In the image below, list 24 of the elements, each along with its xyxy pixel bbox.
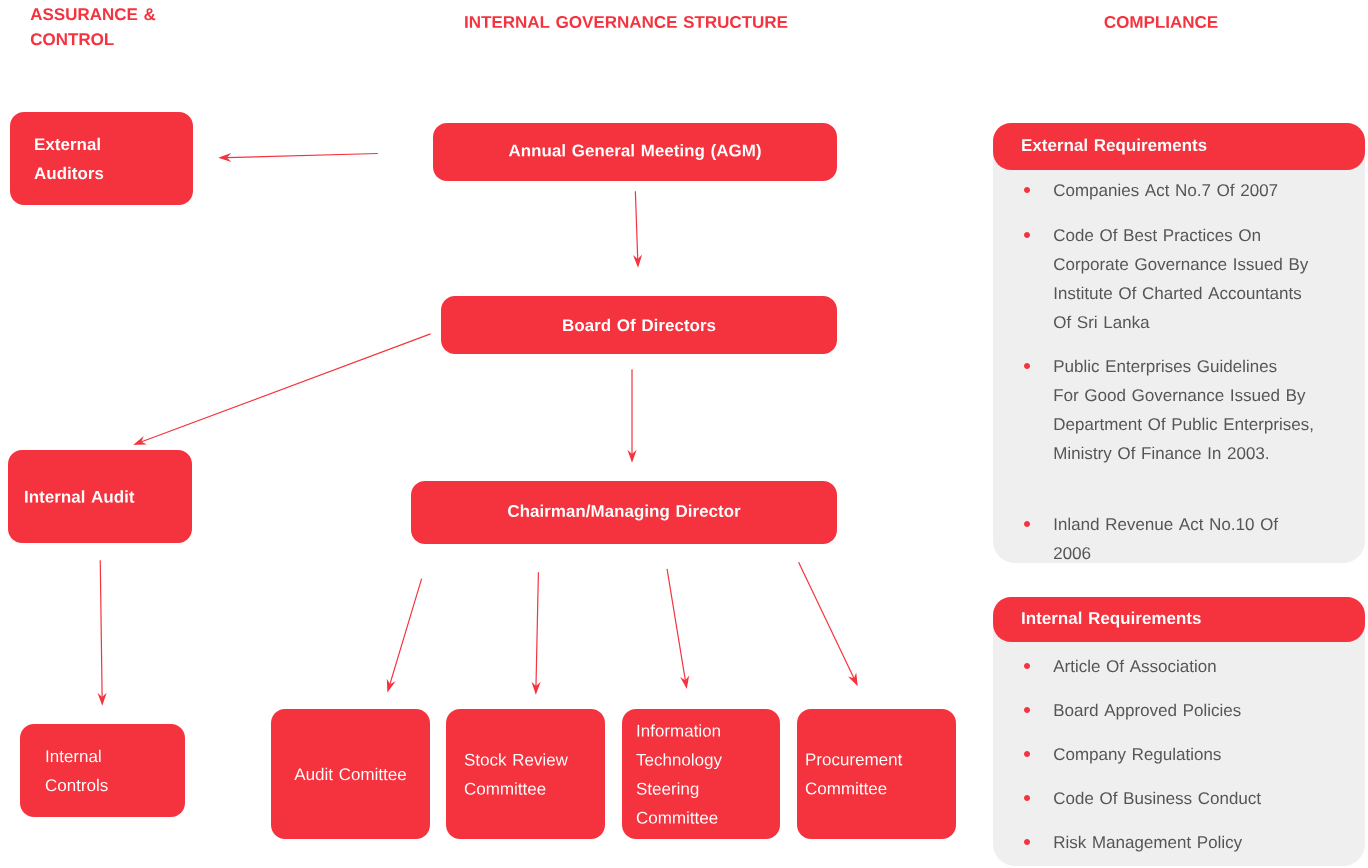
panel-header: Internal Requirements [993, 597, 1365, 642]
committee-box: Internal Controls [20, 724, 185, 817]
column-heading: ASSURANCE & CONTROL [30, 8, 156, 46]
org-box: External Auditors [10, 112, 193, 205]
list-item: Risk Management Policy [1054, 835, 1243, 852]
list-item: Public Enterprises Guidelines For Good Governance Issued By Department Of Public Enterprises, Ministry Of Finance In 2003. [1054, 359, 1313, 463]
column-heading: COMPLIANCE [1104, 16, 1218, 29]
org-box: Annual General Meeting (AGM) [433, 123, 837, 181]
committee-box: Audit Comittee [271, 709, 430, 839]
committee-box: Information Technology Steering Committee [622, 709, 780, 839]
column-heading: INTERNAL GOVERNANCE STRUCTURE [465, 16, 788, 29]
org-box: Chairman/Managing Director [411, 481, 837, 544]
org-box: Board Of Directors [441, 296, 837, 354]
panel-header: External Requirements [993, 123, 1365, 170]
list-item: Article Of Association [1053, 659, 1216, 673]
list-item: Inland Revenue Act No.10 Of 2006 [1054, 517, 1279, 560]
committee-box: Procurement Committee [797, 709, 956, 839]
list-item: Companies Act No.7 Of 2007 [1054, 183, 1278, 200]
list-item: Board Approved Policies [1054, 703, 1241, 720]
list-item: Code Of Business Conduct [1054, 791, 1261, 805]
org-box: Internal Audit [8, 450, 192, 543]
committee-box: Stock Review Committee [446, 709, 605, 839]
list-item: Company Regulations [1054, 747, 1221, 764]
list-item: Code Of Best Practices On Corporate Governance Issued By Institute Of Charted Accountants Of Sri Lanka [1054, 228, 1309, 329]
